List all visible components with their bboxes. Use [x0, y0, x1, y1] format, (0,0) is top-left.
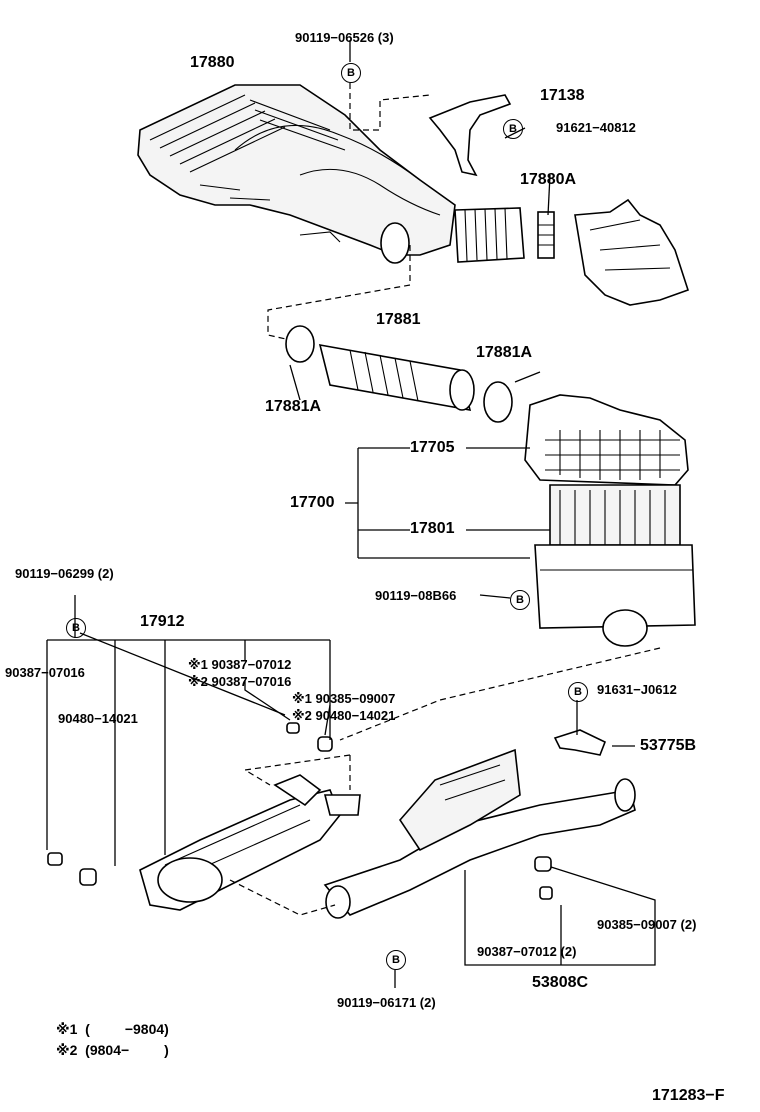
label-91631-J0612: 91631−J0612 — [597, 682, 677, 697]
label-17881: 17881 — [376, 311, 421, 328]
label-17880: 17880 — [190, 54, 235, 71]
throttle-body-outline — [574, 198, 690, 306]
label-star1-90385-09007: ※1 90385−09007 — [292, 691, 396, 706]
footnote-1: ※1 ( −9804) — [56, 1021, 169, 1037]
label-17912: 17912 — [140, 613, 185, 630]
hose-17881 — [285, 325, 513, 423]
resonator-53808C — [323, 748, 636, 919]
label-17881A-left: 17881A — [265, 398, 322, 415]
clamp-17880A — [537, 211, 555, 259]
label-star2-90480-14021: ※2 90480−14021 — [292, 708, 396, 723]
label-17700: 17700 — [290, 494, 335, 511]
footnote-2: ※2 (9804− ) — [56, 1042, 169, 1058]
label-star1-90387-07012: ※1 90387−07012 — [188, 657, 292, 672]
label-90387-07012: 90387−07012 (2) — [477, 944, 577, 959]
bolt-symbol-91631-J0612: B — [568, 682, 588, 702]
label-17880A: 17880A — [520, 171, 577, 188]
label-53808C: 53808C — [532, 974, 589, 991]
air-cleaner-17700 — [524, 394, 696, 647]
label-90385-09007: 90385−09007 (2) — [597, 917, 697, 932]
label-90119-06526: 90119−06526 (3) — [295, 30, 394, 45]
bolt-symbol-90119-08B66: B — [510, 590, 530, 610]
bolt-symbol-90119-06299: B — [66, 618, 86, 638]
air-duct-17880 — [137, 84, 456, 264]
grommets — [47, 722, 553, 900]
label-17705: 17705 — [410, 439, 455, 456]
label-90480-14021: 90480−14021 — [58, 711, 138, 726]
label-53775B: 53775B — [640, 737, 697, 754]
label-17881A-right: 17881A — [476, 344, 533, 361]
label-90119-06171: 90119−06171 (2) — [337, 995, 436, 1010]
label-91621-40812: 91621−40812 — [556, 120, 636, 135]
hose-connector — [454, 207, 525, 263]
bracket-53775B — [553, 729, 607, 756]
bolt-symbol-90119-06171: B — [386, 950, 406, 970]
diagram-id: 171283−F — [652, 1087, 725, 1104]
label-90119-08B66: 90119−08B66 — [375, 588, 457, 603]
label-17801: 17801 — [410, 520, 455, 537]
label-17138: 17138 — [540, 87, 585, 104]
label-90387-07016: 90387−07016 — [5, 665, 85, 680]
bolt-symbol-90119-06526: B — [341, 63, 361, 83]
bolt-symbol-91621-40812: B — [503, 119, 523, 139]
bracket-17138 — [428, 94, 512, 177]
label-star2-90387-07016: ※2 90387−07016 — [188, 674, 292, 689]
label-90119-06299: 90119−06299 (2) — [15, 566, 114, 581]
intake-duct-17912 — [139, 774, 361, 911]
